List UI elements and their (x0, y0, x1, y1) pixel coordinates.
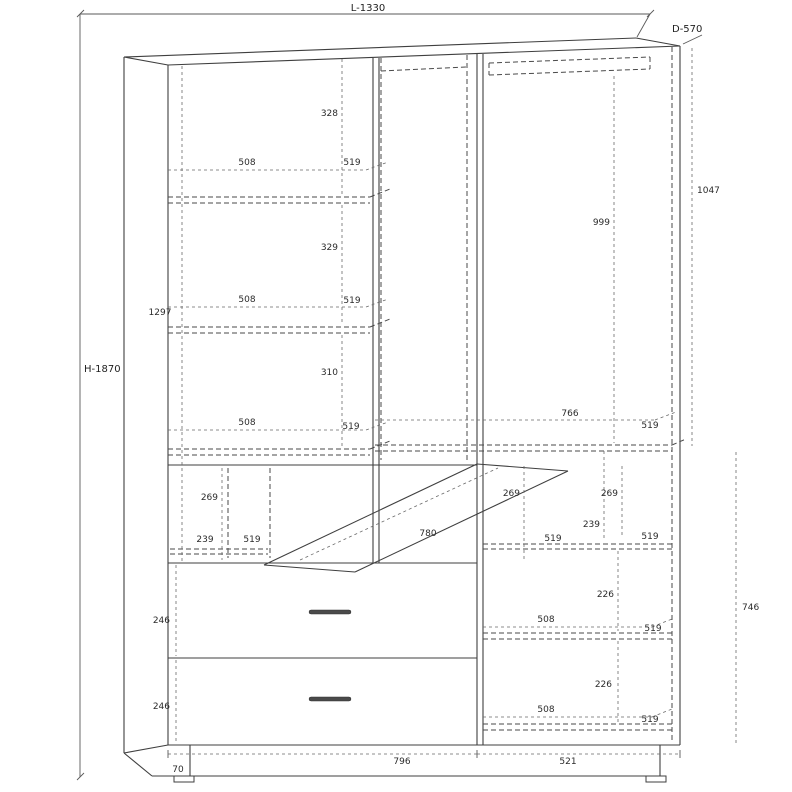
cabinet-outline (123, 37, 681, 754)
drawer-handles (308, 609, 352, 702)
left-foot (173, 775, 195, 783)
dim-label-right-shelf1-depth: 519 (644, 624, 661, 634)
drawer2-handle (308, 696, 352, 702)
dim-label-shelf3-depth: 519 (342, 422, 359, 432)
right-foot (645, 775, 667, 783)
dim-label-hang-total-height: 1047 (697, 186, 720, 196)
dim-label-mid-shelf-width: 766 (561, 409, 578, 419)
dim-label-mid-shelf-depth: 519 (641, 421, 658, 431)
dim-label-shelf2-width: 508 (238, 295, 255, 305)
length-dim-label: L-1330 (351, 3, 385, 14)
dim-label-drawer1-height: 246 (153, 616, 170, 626)
dim-label-niche-right-width: 519 (641, 532, 658, 542)
dim-label-niche-left-depth: 519 (243, 535, 260, 545)
dim-label-niche-height-right: 269 (601, 489, 618, 499)
dim-label-shelf3-width: 508 (238, 418, 255, 428)
dim-label-upper-left-height: 1297 (149, 308, 172, 318)
dim-label-right-gap2: 226 (595, 680, 612, 690)
dim-label-niche-right-depth: 519 (544, 534, 561, 544)
dimension-labels: L-1330 D-570 H-1870 1297 1047 999 328 50… (84, 3, 759, 775)
depth-dim-label: D-570 (672, 24, 702, 35)
dim-label-right-shelf2-width: 508 (537, 705, 554, 715)
height-dim-label: H-1870 (84, 364, 121, 375)
dim-label-niche-height-mid: 269 (503, 489, 520, 499)
dim-label-bottom-right-width: 521 (559, 757, 576, 767)
dim-label-niche-left-width: 239 (196, 535, 213, 545)
fold-out-flap (263, 463, 569, 573)
internal-dimension-lines (167, 48, 737, 758)
dim-label-gap1: 328 (321, 109, 338, 119)
dim-label-gap3: 310 (321, 368, 338, 378)
dim-label-plinth-height: 70 (172, 765, 184, 775)
dim-label-gap2: 329 (321, 243, 338, 253)
plinth (123, 745, 667, 783)
dim-label-niche-right-gap: 239 (583, 520, 600, 530)
dim-label-bottom-left-width: 796 (393, 757, 410, 767)
interior-dashed-lines (168, 47, 687, 740)
dim-label-right-shelf1-width: 508 (537, 615, 554, 625)
dim-label-hang-clear-height: 999 (593, 218, 610, 228)
dim-label-right-gap1: 226 (597, 590, 614, 600)
drawer1-handle (308, 609, 352, 615)
dim-label-right-lower-height: 746 (742, 603, 759, 613)
dim-label-shelf1-width: 508 (238, 158, 255, 168)
dim-label-flap-width: 780 (419, 529, 436, 539)
dim-label-right-shelf2-depth: 519 (641, 715, 658, 725)
dim-label-drawer2-height: 246 (153, 702, 170, 712)
dim-label-shelf2-depth: 519 (343, 296, 360, 306)
dim-label-niche-height-left: 269 (201, 493, 218, 503)
overall-dimension-lines (76, 9, 703, 781)
dim-label-shelf1-depth: 519 (343, 158, 360, 168)
